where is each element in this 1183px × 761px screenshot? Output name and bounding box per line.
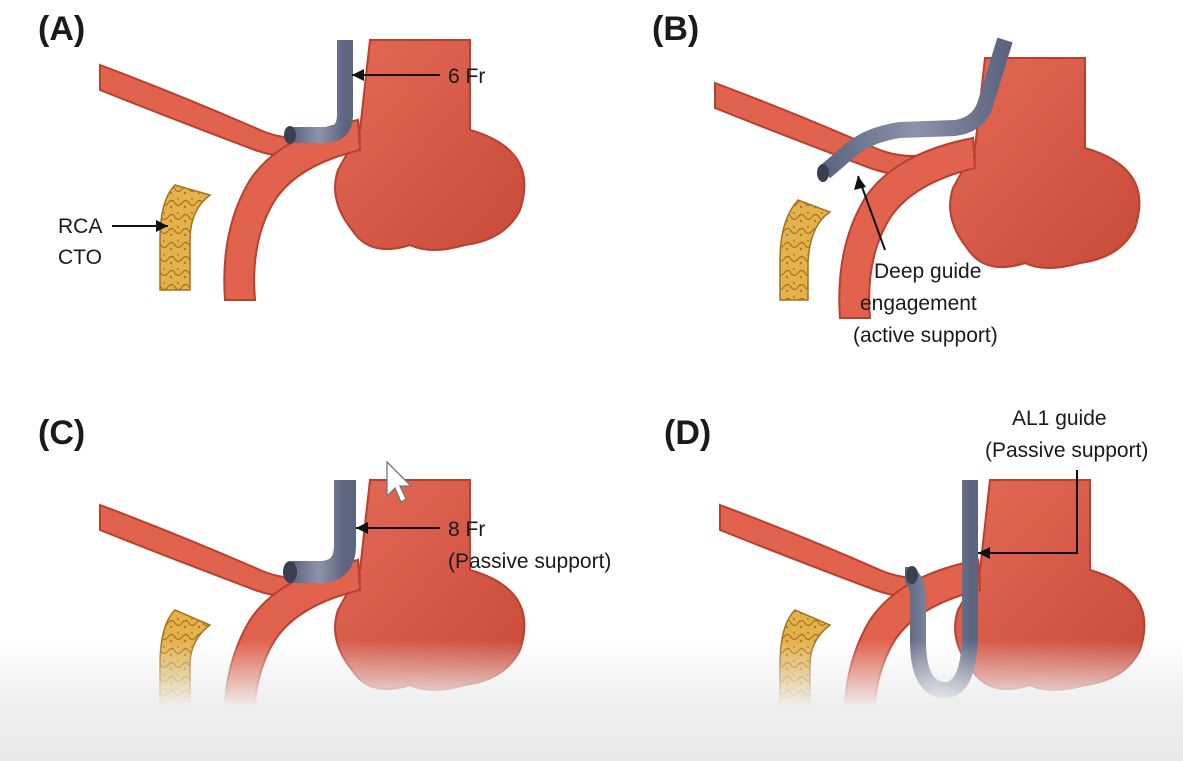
cto-plaque [160, 185, 210, 290]
caption-al1-guide: AL1 guide [1012, 407, 1107, 430]
panel-a-label: (A) [38, 10, 85, 48]
panel-a: (A) 6 Fr RCA CTO [38, 10, 524, 300]
caption-cto: CTO [58, 246, 102, 269]
catheter-6fr [292, 40, 345, 135]
caption-rca: RCA [58, 215, 102, 238]
panel-b: (B) Deep guide engagement (active suppor… [652, 10, 1139, 347]
caption-engagement: engagement [860, 292, 977, 315]
panel-c-label: (C) [38, 414, 85, 452]
cto-plaque [160, 610, 210, 730]
caption-8fr: 8 Fr [448, 518, 485, 541]
catheter-8fr [292, 480, 345, 572]
caption-passive-support-c: (Passive support) [448, 550, 611, 573]
panel-d-label: (D) [664, 414, 711, 452]
caption-deep-guide: Deep guide [874, 260, 981, 283]
caption-active-support: (active support) [853, 324, 998, 347]
panel-d: (D) AL1 guide (Passive support) [664, 407, 1148, 740]
panel-b-label: (B) [652, 10, 699, 48]
panel-c: (C) 8 Fr (Passive support) [38, 414, 611, 740]
cto-plaque [780, 610, 830, 730]
cto-plaque [780, 200, 830, 300]
caption-6fr: 6 Fr [448, 65, 485, 88]
caption-passive-support-d: (Passive support) [985, 439, 1148, 462]
